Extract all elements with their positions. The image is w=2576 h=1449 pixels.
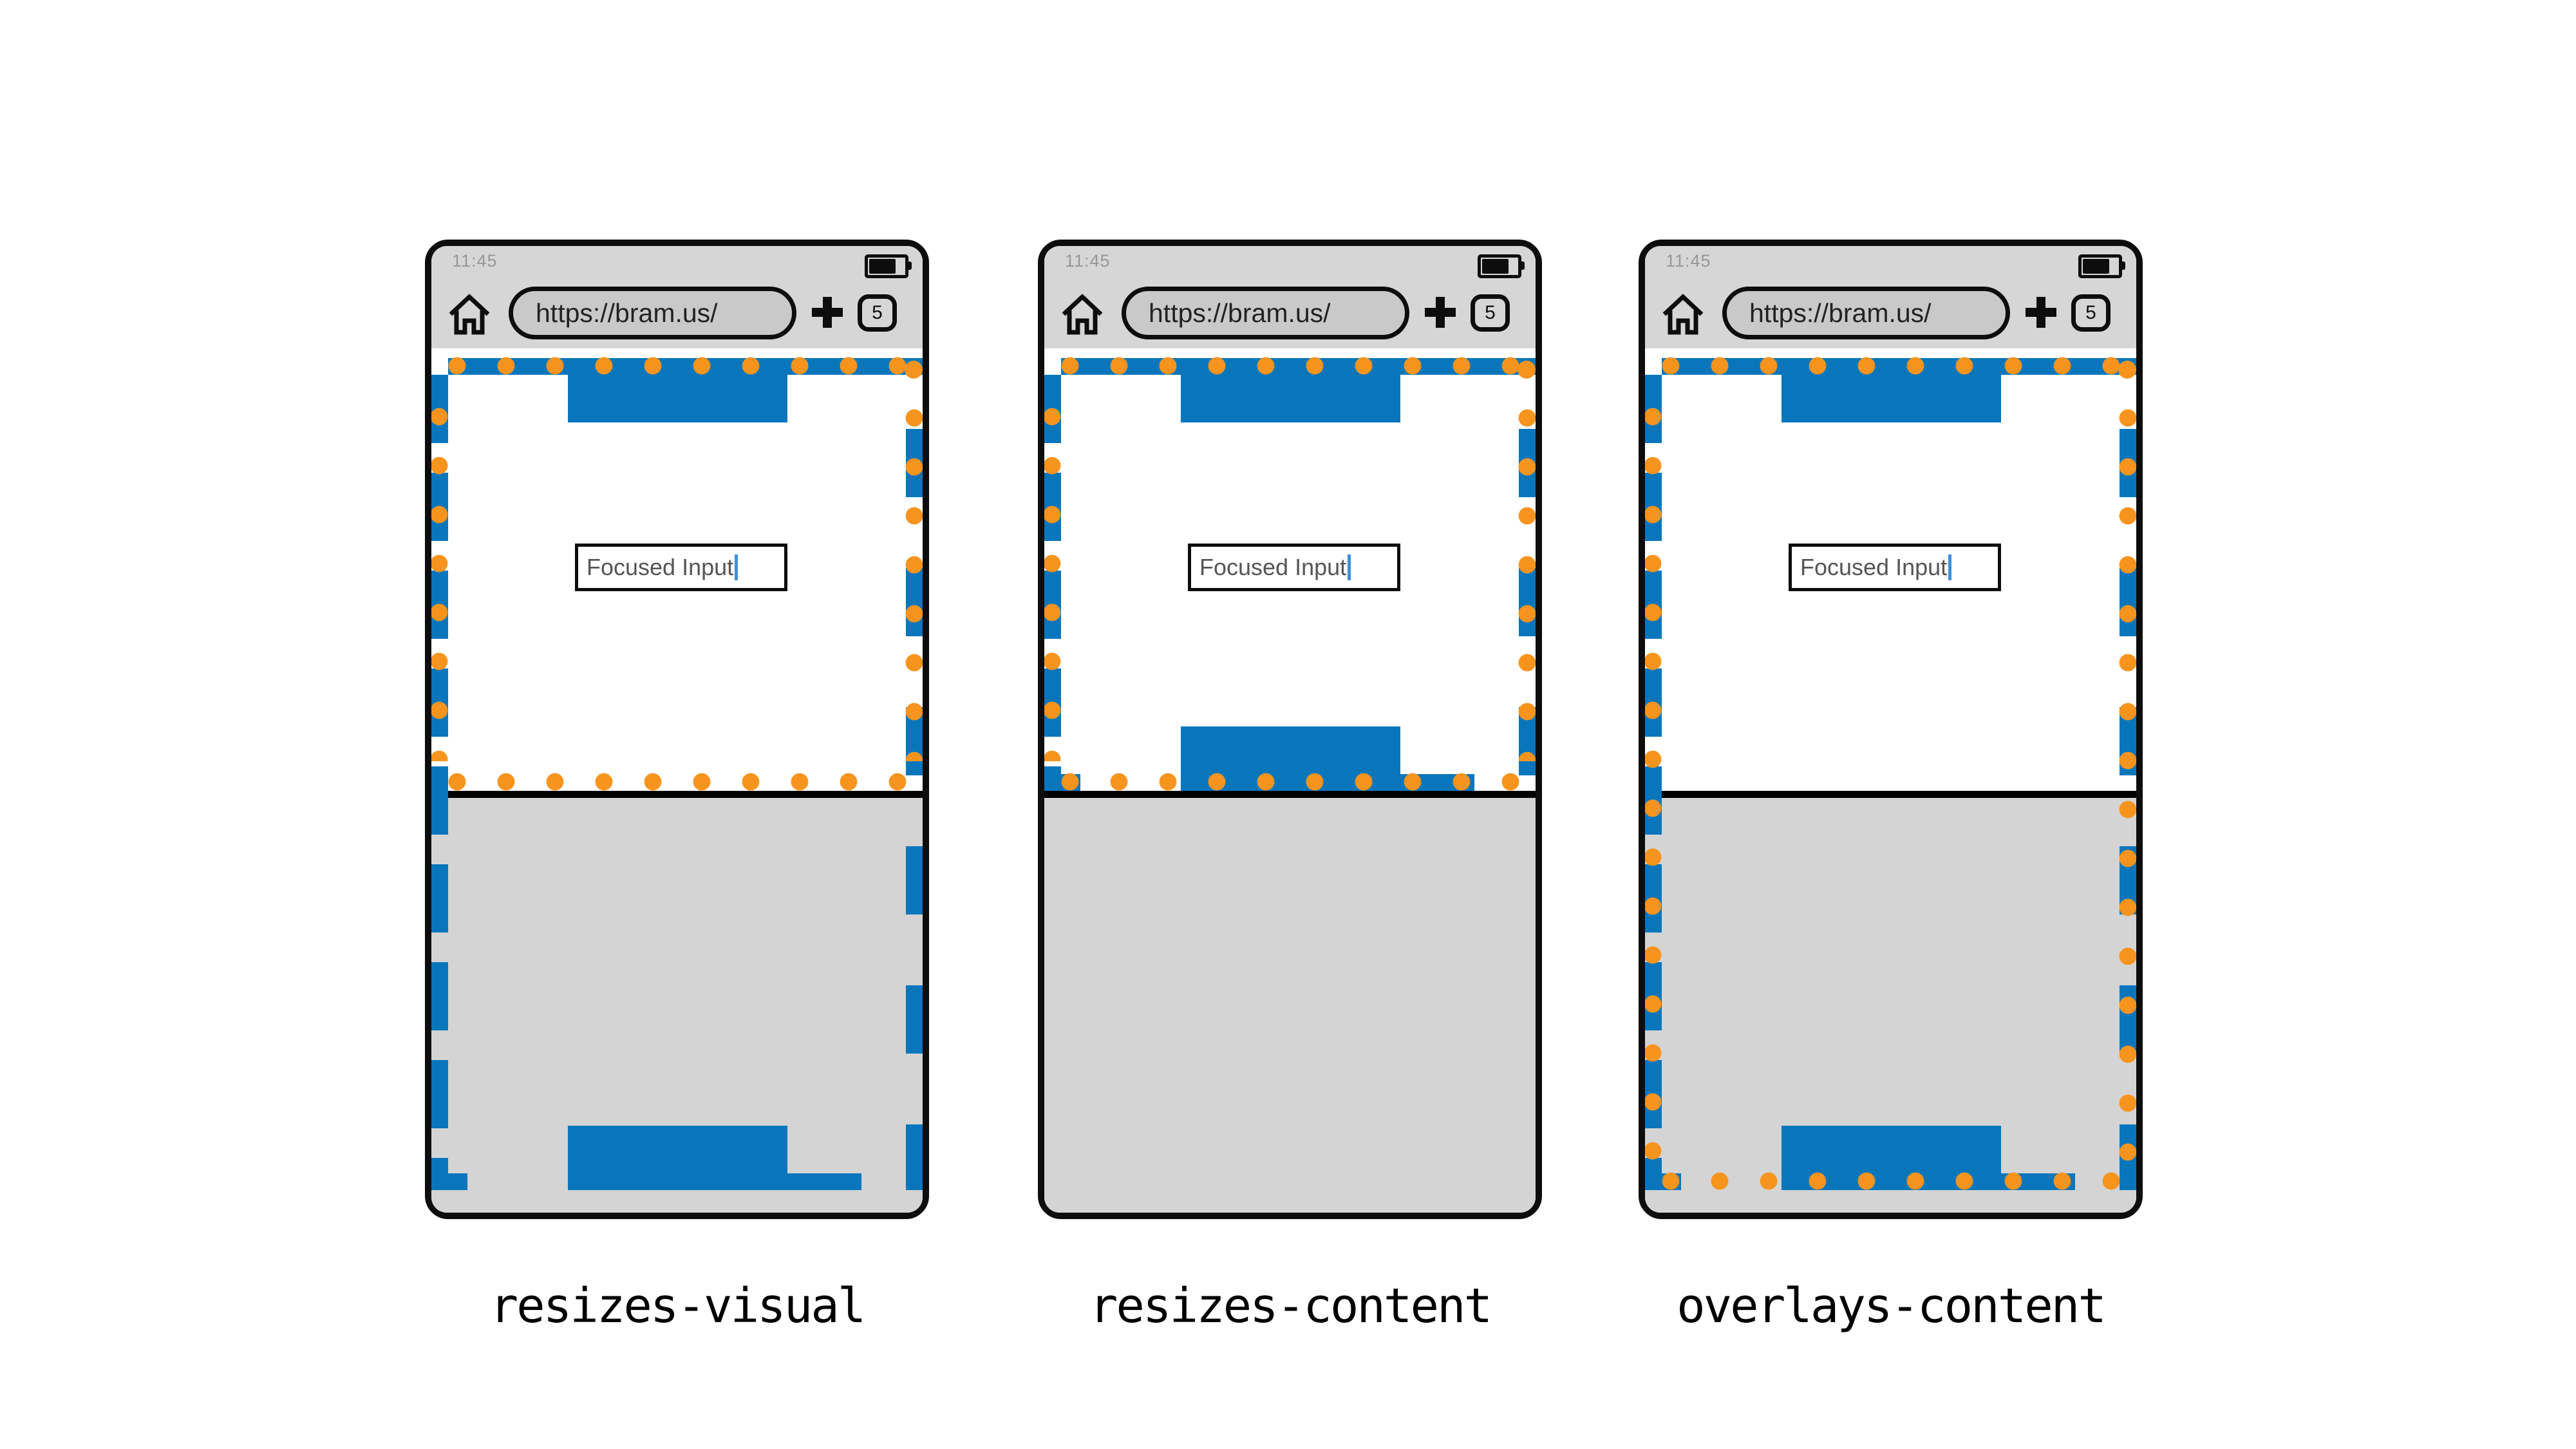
border-right bbox=[2120, 358, 2136, 1190]
tab-count-button[interactable]: 5 bbox=[858, 294, 897, 332]
url-bar[interactable]: https://bram.us/ bbox=[1722, 287, 2010, 339]
new-tab-plus-icon[interactable] bbox=[812, 297, 843, 328]
new-tab-plus-icon[interactable] bbox=[2026, 297, 2056, 328]
border-left bbox=[1645, 375, 1662, 1190]
phone-mockup-overlays-content: Focused Input 11:45 https://bram.us/ bbox=[1639, 240, 2143, 1219]
url-bar[interactable]: https://bram.us/ bbox=[1122, 287, 1409, 339]
text-caret bbox=[1948, 554, 1952, 580]
battery-nub bbox=[1521, 261, 1525, 270]
tab-count: 5 bbox=[1485, 302, 1496, 323]
focused-text-input[interactable]: Focused Input bbox=[1789, 544, 2001, 591]
mode-label-resizes-content: resizes-content bbox=[1089, 1278, 1492, 1334]
border-bottom-dash bbox=[1645, 1173, 1681, 1190]
battery-nub bbox=[908, 261, 912, 270]
tab-count: 5 bbox=[872, 302, 883, 323]
tab-count-button[interactable]: 5 bbox=[1471, 294, 1510, 332]
layout-viewport-border bbox=[431, 358, 923, 1190]
url-text: https://bram.us/ bbox=[1149, 298, 1331, 328]
battery-fill bbox=[869, 259, 896, 274]
border-bottom-dash bbox=[787, 1173, 861, 1190]
browser-chrome: 11:45 https://bram.us/ 5 bbox=[1044, 246, 1536, 348]
border-left bbox=[1044, 375, 1061, 791]
page-header-bar bbox=[1781, 358, 2001, 422]
focused-text-input[interactable]: Focused Input bbox=[1188, 544, 1400, 591]
phone-screen: Focused Input 11:45 https://bram.us/ bbox=[1645, 246, 2136, 1213]
border-bottom-dash bbox=[431, 1173, 467, 1190]
url-bar[interactable]: https://bram.us/ bbox=[509, 287, 796, 339]
page-header-bar bbox=[1180, 358, 1400, 422]
battery-fill bbox=[1482, 259, 1509, 274]
border-right bbox=[906, 358, 923, 1190]
battery-icon bbox=[1478, 254, 1525, 278]
home-icon[interactable] bbox=[1661, 291, 1705, 335]
tab-count: 5 bbox=[2085, 302, 2096, 323]
new-tab-plus-icon[interactable] bbox=[1425, 297, 1456, 328]
phone-screen: Focused Input 11:45 https://bram.us/ bbox=[431, 246, 923, 1213]
input-value: Focused Input bbox=[1800, 554, 1948, 580]
status-time: 11:45 bbox=[1065, 251, 1111, 270]
border-bottom-dash bbox=[1044, 774, 1080, 791]
mode-label-resizes-visual: resizes-visual bbox=[489, 1278, 867, 1334]
focused-text-input[interactable]: Focused Input bbox=[575, 544, 787, 591]
page-footer-bar bbox=[567, 1126, 787, 1190]
input-value: Focused Input bbox=[1199, 554, 1347, 580]
battery-fill bbox=[2083, 259, 2109, 274]
battery-icon bbox=[2078, 254, 2125, 278]
browser-chrome: 11:45 https://bram.us/ 5 bbox=[1645, 246, 2136, 348]
home-icon[interactable] bbox=[1060, 291, 1104, 335]
border-right bbox=[1519, 358, 1536, 791]
status-time: 11:45 bbox=[452, 251, 498, 270]
border-bottom-dash bbox=[2000, 1173, 2075, 1190]
url-text: https://bram.us/ bbox=[536, 298, 718, 328]
mode-label-overlays-content: overlays-content bbox=[1677, 1278, 2107, 1334]
border-bottom-dash bbox=[1400, 774, 1474, 791]
home-icon[interactable] bbox=[447, 291, 491, 335]
page-header-bar bbox=[567, 358, 787, 422]
battery-nub bbox=[2121, 261, 2125, 270]
text-caret bbox=[735, 554, 738, 580]
page-footer-bar bbox=[1781, 1126, 2001, 1190]
browser-chrome: 11:45 https://bram.us/ 5 bbox=[431, 246, 923, 348]
battery-icon bbox=[865, 254, 912, 278]
status-time: 11:45 bbox=[1666, 251, 1711, 270]
phone-screen: Focused Input 11:45 https://bram.us/ bbox=[1044, 246, 1536, 1213]
page-footer-bar bbox=[1180, 726, 1400, 791]
input-value: Focused Input bbox=[587, 554, 734, 580]
phone-mockup-resizes-content: Focused Input 11:45 https://bram.us/ bbox=[1038, 240, 1542, 1219]
url-text: https://bram.us/ bbox=[1749, 298, 1932, 328]
tab-count-button[interactable]: 5 bbox=[2071, 294, 2111, 332]
virtual-keyboard[interactable] bbox=[1044, 791, 1536, 1213]
text-caret bbox=[1348, 554, 1351, 580]
phone-mockup-resizes-visual: Focused Input 11:45 https://bram.us/ bbox=[425, 240, 929, 1219]
layout-viewport-border bbox=[1645, 358, 2136, 1190]
border-left bbox=[431, 375, 448, 1190]
